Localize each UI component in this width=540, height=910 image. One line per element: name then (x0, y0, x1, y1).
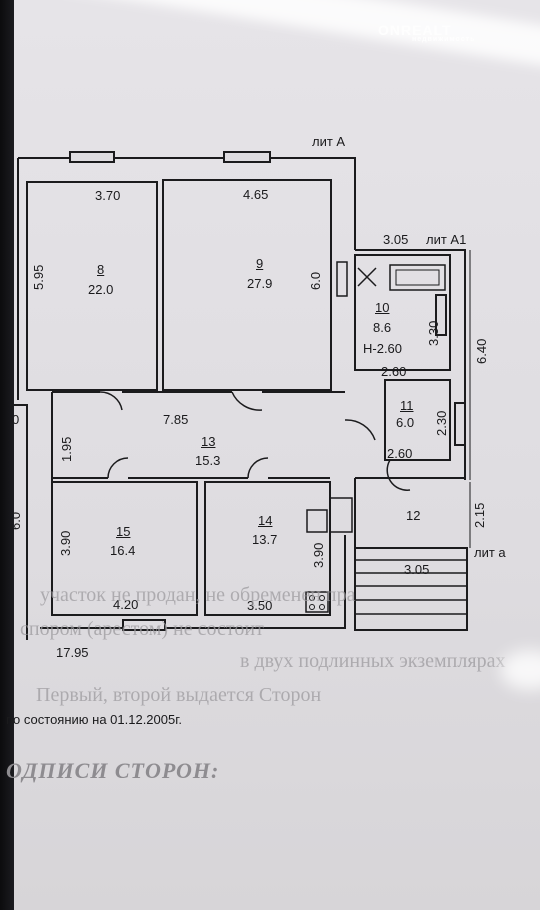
plan-date-caption: по состоянию на 01.12.2005г. (6, 712, 182, 727)
room-15-walls (51, 481, 198, 616)
signatures-heading: ОДПИСИ СТОРОН: (6, 758, 220, 783)
door-swing (344, 419, 376, 441)
room-12-number: 12 (406, 508, 421, 523)
room-9-area: 27.9 (247, 276, 273, 291)
dimension-60-room9: 6.0 (308, 271, 323, 290)
bathtub-icon (389, 264, 446, 291)
dimension-0-left: 0 (12, 412, 20, 427)
watermark-logo: ONREALT недвижимость (378, 22, 475, 43)
background-text-line: в двух подлинных экземплярах (240, 650, 506, 672)
watermark-brand: ONREALT (378, 22, 452, 38)
room-13-area: 15.3 (195, 453, 221, 468)
room-9-number: 9 (256, 256, 264, 271)
dimension-1795: 17.95 (56, 645, 89, 660)
window (454, 402, 466, 446)
dimension-60-left: 6.0 (8, 511, 23, 530)
dimension-330: 3.30 (426, 320, 441, 346)
light-glare-spot (500, 650, 540, 690)
room-11-area: 6.0 (396, 415, 415, 430)
background-text-line: Первый, второй выдается Сторон (36, 684, 322, 706)
dimension-215: 2.15 (472, 502, 487, 528)
room-14-number: 14 (258, 513, 273, 528)
room-14-area: 13.7 (252, 532, 278, 547)
room-13-number: 13 (201, 434, 216, 449)
door-swing (231, 391, 263, 411)
room-10-walls (354, 254, 451, 371)
watermark-subtitle: недвижимость (412, 36, 476, 43)
sink-icon (357, 267, 377, 287)
dimension-230: 2.30 (434, 410, 449, 436)
room-10-area: 8.6 (373, 320, 392, 335)
dimension-390-left: 3.90 (58, 530, 73, 556)
door-swing (247, 457, 269, 479)
background-text-line: участок не продан, не обременен пра (40, 584, 356, 606)
dimension-260-a: 2.60 (381, 364, 407, 379)
dimension-785: 7.85 (163, 412, 189, 427)
door-swing (386, 459, 411, 491)
stair-steps (355, 559, 467, 615)
boiler-icon (306, 509, 328, 533)
room-11-walls (384, 379, 451, 461)
room-11-number: 11 (400, 398, 414, 413)
stove-icon (305, 591, 329, 613)
wall-outline-top (18, 157, 356, 250)
dimension-350: 3.50 (247, 598, 273, 613)
window (223, 151, 271, 163)
bathtub-inner-icon (395, 269, 440, 286)
dimension-305-bottom: 3.05 (404, 562, 430, 577)
dimension-370: 3.70 (95, 188, 121, 203)
vent-icon (336, 261, 348, 297)
label-lit-a1: лит А1 (426, 232, 467, 247)
room-14-walls (204, 481, 331, 616)
room-15-number: 15 (116, 524, 131, 539)
room-8-area: 22.0 (88, 282, 114, 297)
room-8-walls (26, 181, 158, 391)
room-8-number: 8 (97, 262, 105, 277)
dimension-420: 4.20 (113, 597, 139, 612)
dimension-195: 1.95 (59, 436, 74, 462)
window (122, 619, 166, 631)
door-swing (99, 391, 123, 411)
left-partial-room (10, 404, 28, 640)
room-12-walls (354, 477, 465, 548)
window (435, 294, 447, 336)
chimney-icon (329, 497, 353, 533)
label-lit-a: лит А (312, 134, 346, 149)
stairs (354, 547, 468, 631)
room-9-walls (162, 179, 332, 391)
room-15-area: 16.4 (110, 543, 136, 558)
dimension-390-right: 3.90 (311, 542, 326, 568)
dimension-465: 4.65 (243, 187, 269, 202)
label-lit-a-lower: лит а (474, 545, 506, 560)
room-10-height: Н-2.60 (363, 341, 403, 356)
dimension-595: 5.95 (31, 264, 46, 290)
window (69, 151, 115, 163)
room-10-number: 10 (375, 300, 390, 315)
corridor-walls (51, 391, 345, 610)
dimension-640: 6.40 (474, 338, 489, 364)
background-text-line: спором (арестом) не состоит (20, 618, 264, 640)
dimension-305-top: 3.05 (383, 232, 409, 247)
door-swing (107, 457, 129, 479)
dimension-260-b: 2.60 (387, 446, 413, 461)
